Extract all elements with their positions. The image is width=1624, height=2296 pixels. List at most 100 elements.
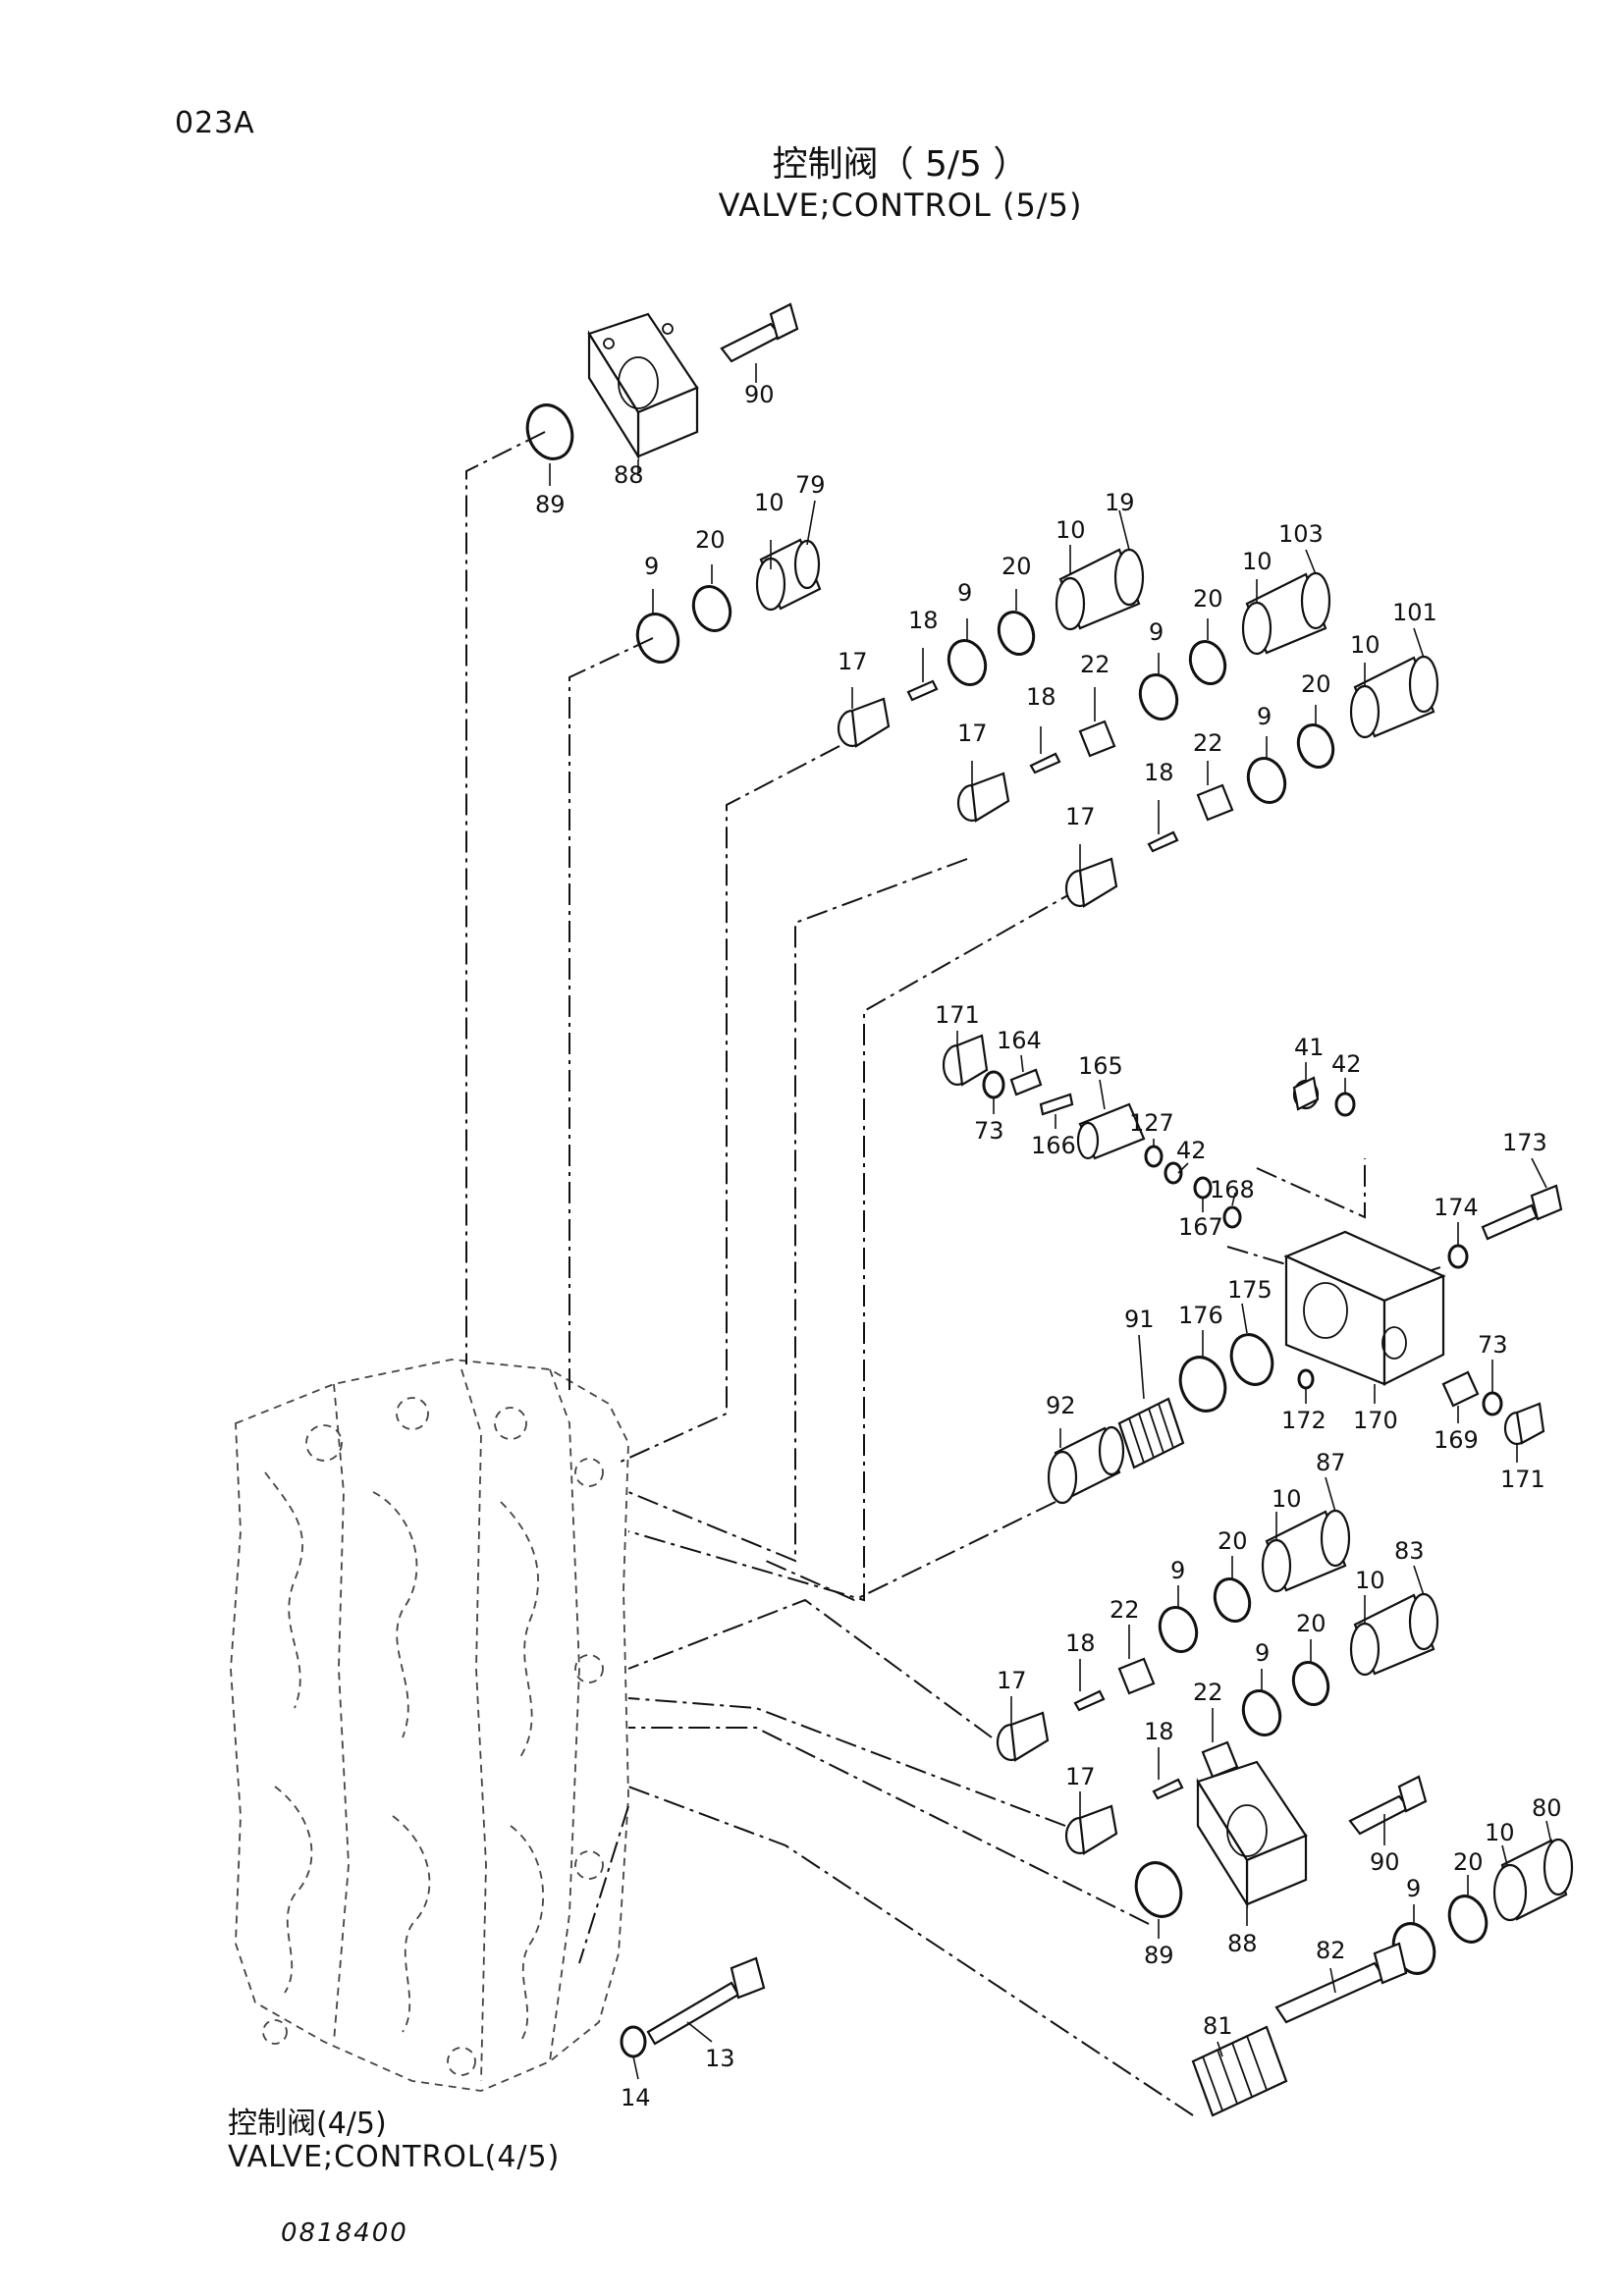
callout-73-b: 73 bbox=[1478, 1331, 1508, 1359]
cap-17-c bbox=[1064, 857, 1118, 908]
callout-168: 168 bbox=[1210, 1176, 1255, 1203]
backup-ring-20-a bbox=[691, 585, 732, 632]
o-ring-73-b bbox=[1482, 1391, 1503, 1416]
bolt-13 bbox=[646, 1956, 766, 2046]
callout-88-bottom: 88 bbox=[1227, 1930, 1258, 1957]
callout-101: 101 bbox=[1392, 599, 1437, 626]
plug-87 bbox=[1261, 1509, 1351, 1593]
callout-22-d: 22 bbox=[1193, 1679, 1223, 1706]
reference-label-english: VALVE;CONTROL(4/5) bbox=[228, 2140, 561, 2174]
callout-80: 80 bbox=[1532, 1794, 1562, 1822]
callout-19: 19 bbox=[1105, 489, 1135, 516]
callout-174: 174 bbox=[1434, 1194, 1479, 1221]
callout-9-d: 9 bbox=[1257, 703, 1272, 730]
spring-pin-18-e bbox=[1152, 1778, 1184, 1800]
o-ring-176 bbox=[1178, 1356, 1227, 1413]
o-ring-42-b bbox=[1334, 1092, 1356, 1117]
backup-ring-20-g bbox=[1447, 1895, 1489, 1944]
callout-10-e: 10 bbox=[1272, 1485, 1302, 1513]
callout-87: 87 bbox=[1316, 1449, 1346, 1476]
callout-10-d: 10 bbox=[1350, 631, 1380, 659]
o-ring-9-f bbox=[1241, 1689, 1282, 1736]
o-ring-89-top bbox=[525, 403, 574, 460]
o-ring-9-a bbox=[635, 613, 680, 664]
callout-10-g: 10 bbox=[1485, 1819, 1515, 1846]
callout-17-a: 17 bbox=[838, 648, 868, 675]
callout-81: 81 bbox=[1203, 2012, 1233, 2040]
callout-labels: 90 88 89 10 79 20 9 10 19 20 9 18 17 10 … bbox=[535, 381, 1562, 2111]
callout-leaders bbox=[549, 363, 1552, 2080]
spool-22-b bbox=[1196, 783, 1234, 822]
callout-89-top: 89 bbox=[535, 491, 566, 518]
callout-17-b: 17 bbox=[957, 720, 988, 747]
callout-172: 172 bbox=[1281, 1407, 1326, 1434]
callout-166: 166 bbox=[1031, 1132, 1076, 1159]
callout-17-e: 17 bbox=[1065, 1763, 1096, 1790]
backup-ring-20-d bbox=[1296, 723, 1335, 769]
reference-label-chinese: 控制阀(4/5) bbox=[228, 2107, 387, 2141]
callout-17-d: 17 bbox=[997, 1667, 1027, 1694]
flange-88-top bbox=[587, 312, 699, 460]
callout-79: 79 bbox=[795, 471, 826, 499]
o-ring-9-c bbox=[1138, 673, 1179, 721]
plug-19 bbox=[1055, 548, 1145, 631]
o-ring-172 bbox=[1297, 1368, 1315, 1390]
callout-20-a: 20 bbox=[695, 526, 726, 554]
cap-17-d bbox=[996, 1711, 1050, 1762]
spring-169 bbox=[1441, 1370, 1480, 1408]
valve-body-outline bbox=[230, 1359, 629, 2092]
flange-88-bottom bbox=[1196, 1760, 1308, 1908]
callout-173: 173 bbox=[1502, 1129, 1547, 1156]
callout-170: 170 bbox=[1353, 1407, 1398, 1434]
callout-18-c: 18 bbox=[1144, 759, 1174, 786]
callout-10-a: 10 bbox=[754, 489, 785, 516]
callout-42-a: 42 bbox=[1176, 1137, 1207, 1164]
backup-ring-20-f bbox=[1291, 1661, 1330, 1706]
poppet-166 bbox=[1039, 1093, 1074, 1116]
bolt-90-bottom bbox=[1348, 1775, 1428, 1836]
spool-22-a bbox=[1078, 720, 1116, 758]
o-ring-9-b bbox=[947, 639, 988, 686]
callout-22-b: 22 bbox=[1193, 729, 1223, 757]
callout-175: 175 bbox=[1227, 1276, 1272, 1304]
assembly-leader-lines bbox=[465, 431, 1444, 2116]
callout-18-b: 18 bbox=[1026, 683, 1056, 711]
callout-10-f: 10 bbox=[1355, 1567, 1385, 1594]
o-ring-9-d bbox=[1246, 757, 1287, 804]
callout-103: 103 bbox=[1278, 520, 1324, 548]
spring-164 bbox=[1009, 1068, 1043, 1096]
cap-17-e bbox=[1064, 1804, 1118, 1855]
o-ring-89-bottom bbox=[1134, 1861, 1183, 1918]
callout-41: 41 bbox=[1294, 1034, 1325, 1061]
o-ring-73-a bbox=[982, 1070, 1005, 1099]
page-title-english: VALVE;CONTROL (5/5) bbox=[718, 187, 1083, 224]
callout-90-top: 90 bbox=[744, 381, 775, 408]
callout-171-a: 171 bbox=[935, 1001, 980, 1029]
callout-10-c: 10 bbox=[1242, 548, 1272, 575]
callout-165: 165 bbox=[1078, 1052, 1123, 1080]
callout-88-top: 88 bbox=[614, 461, 644, 489]
callout-91: 91 bbox=[1124, 1306, 1155, 1333]
bolt-90-top bbox=[720, 302, 799, 363]
washer-14 bbox=[620, 2025, 647, 2058]
callout-13: 13 bbox=[705, 2045, 735, 2072]
callout-20-d: 20 bbox=[1301, 670, 1331, 698]
callout-20-e: 20 bbox=[1218, 1527, 1248, 1555]
callout-171-b: 171 bbox=[1500, 1466, 1545, 1493]
backup-ring-20-e bbox=[1213, 1577, 1252, 1623]
callout-89-bottom: 89 bbox=[1144, 1942, 1174, 1969]
callout-18-e: 18 bbox=[1144, 1718, 1174, 1745]
callout-10-b: 10 bbox=[1056, 516, 1086, 544]
callout-9-e: 9 bbox=[1170, 1557, 1185, 1584]
callout-92: 92 bbox=[1046, 1392, 1076, 1419]
cap-17-b bbox=[956, 772, 1010, 823]
o-ring-167 bbox=[1193, 1176, 1213, 1200]
callout-169: 169 bbox=[1434, 1426, 1479, 1454]
plug-171-a bbox=[942, 1034, 989, 1087]
o-ring-175 bbox=[1229, 1333, 1274, 1386]
callout-18-d: 18 bbox=[1065, 1629, 1096, 1657]
bolt-173 bbox=[1481, 1184, 1563, 1241]
callout-167: 167 bbox=[1178, 1213, 1223, 1241]
callout-82: 82 bbox=[1316, 1937, 1346, 1964]
spring-pin-18-c bbox=[1147, 830, 1179, 853]
